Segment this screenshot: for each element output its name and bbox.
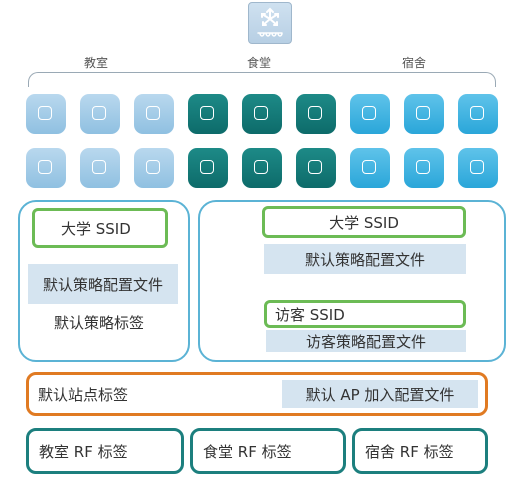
guest-policy-profile: 访客策略配置文件: [266, 330, 466, 352]
access-point-icon: [26, 94, 66, 134]
access-point-icon: [80, 148, 120, 188]
rf-tag-cafeteria: 食堂 RF 标签: [190, 428, 346, 474]
site-tag-box: [26, 372, 488, 416]
access-point-icon: [404, 94, 444, 134]
area-label-cafeteria: 食堂: [246, 56, 271, 70]
area-label-classroom: 教室: [83, 56, 108, 70]
policy-tag-panel-right: [198, 200, 506, 362]
access-point-icon: [26, 148, 66, 188]
access-point-icon: [242, 94, 282, 134]
access-point-icon: [296, 94, 336, 134]
access-point-icon: [350, 94, 390, 134]
access-point-icon: [188, 148, 228, 188]
access-point-icon: [296, 148, 336, 188]
ap-join-profile: 默认 AP 加入配置文件: [282, 380, 478, 408]
wireless-controller-icon: [248, 2, 292, 44]
access-point-icon: [350, 148, 390, 188]
site-tag-label: 默认站点标签: [38, 386, 129, 404]
rf-tag-dormitory: 宿舍 RF 标签: [352, 428, 488, 474]
access-point-icon: [80, 94, 120, 134]
access-point-icon: [188, 94, 228, 134]
access-point-icon: [242, 148, 282, 188]
access-point-icon: [134, 94, 174, 134]
area-bracket: [28, 72, 496, 87]
access-point-icon: [458, 94, 498, 134]
access-point-icon: [404, 148, 444, 188]
area-label-dormitory: 宿舍: [401, 56, 426, 70]
policy-profile-left: 默认策略配置文件: [28, 264, 178, 304]
ssid-box-guest: 访客 SSID: [264, 300, 466, 328]
ssid-box-university-left: 大学 SSID: [32, 208, 168, 248]
access-point-icon: [458, 148, 498, 188]
ssid-box-university-right: 大学 SSID: [262, 206, 466, 238]
rf-tag-classroom: 教室 RF 标签: [26, 428, 184, 474]
policy-profile-right: 默认策略配置文件: [264, 244, 466, 274]
policy-tag-panel-left: [18, 200, 190, 362]
access-point-icon: [134, 148, 174, 188]
policy-tag-label: 默认策略标签: [54, 314, 145, 332]
